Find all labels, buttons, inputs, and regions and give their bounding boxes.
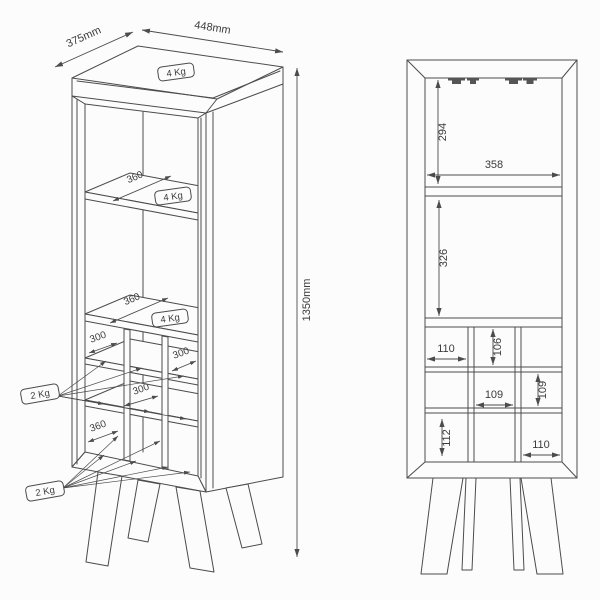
rack-divider-right: [161, 335, 169, 470]
weight-tag-label: 4 Kg: [163, 190, 184, 204]
weight-tag-label: 2 Kg: [30, 388, 51, 402]
dim-depth-label: 375mm: [65, 24, 103, 50]
front-leg-inner-right: [509, 477, 525, 571]
stemware-clip: [505, 78, 522, 84]
weight-tag-rack-lower: 2 Kg: [25, 480, 65, 502]
dim-line-rack-middle: [123, 395, 159, 407]
dim-middle-height-label: 326: [438, 249, 450, 267]
dim-cell-br-width-label: 110: [532, 439, 550, 451]
weight-tag-label: 4 Kg: [160, 312, 181, 326]
rack-divider-left: [123, 328, 131, 462]
leader-line: [57, 360, 107, 397]
dim-height-label: 1350mm: [301, 279, 313, 322]
front-frame-right: [197, 112, 207, 493]
weight-tag-outline: [20, 383, 60, 405]
weight-tag-label: 4 Kg: [166, 66, 187, 80]
leader-line: [57, 395, 187, 420]
weight-tag-outline: [25, 480, 65, 502]
leader-line: [62, 440, 161, 489]
miter-bottom-left: [406, 461, 426, 479]
dim-line-shelf2-depth: [109, 297, 169, 324]
front-frame-bottom: [71, 451, 207, 493]
dim-line-rack-right: [171, 360, 197, 372]
dim-cell-tl-width-label: 110: [437, 343, 455, 355]
miter-top-left: [406, 59, 426, 79]
dim-width-label: 448mm: [193, 19, 231, 37]
front-leg-inner-left: [461, 477, 477, 571]
front-frame-top: [71, 95, 207, 119]
leg-rear-right: [225, 483, 263, 549]
leader-lines-upper: [57, 360, 187, 420]
front-view: 294 358 326 110 106 109 109 112 110: [406, 59, 578, 575]
leader-line: [62, 460, 137, 489]
dim-line-width: [141, 28, 284, 54]
weight-tag-shelf2: 4 Kg: [151, 308, 189, 328]
dim-line-shelf1-depth: [112, 175, 172, 202]
leader-line: [62, 435, 119, 489]
miter-top-right: [561, 59, 578, 79]
stemware-rack: [448, 78, 537, 84]
weight-tag-outline: [151, 308, 189, 328]
weight-tag-outline: [154, 186, 192, 206]
top-slab-front-corner-edge: [205, 98, 218, 114]
dim-upper-height-label: 294: [437, 123, 449, 141]
leader-line: [57, 367, 143, 397]
dim-cell-tm-height-label: 106: [492, 338, 504, 356]
perspective-view: 375mm 448mm 1350mm 360 360 300 300 300 3…: [20, 19, 313, 573]
dim-line-depth: [54, 31, 134, 68]
side-panel-right: [205, 83, 284, 493]
miter-bottom-right: [561, 461, 578, 479]
front-leg-outer-right: [520, 477, 564, 575]
weight-tag-label: 2 Kg: [35, 485, 56, 499]
stemware-clip: [467, 78, 479, 84]
dim-cell-right-height-label: 109: [537, 381, 549, 399]
dimensions-front: 294 358 326 110 106 109 109 112 110: [427, 80, 560, 458]
leg-front-left: [85, 471, 123, 567]
top-face-chamfer: [76, 70, 281, 99]
stemware-clip: [523, 78, 537, 84]
front-outer-frame: [406, 59, 578, 479]
weight-tag-shelf1: 4 Kg: [154, 186, 192, 206]
front-frame-left: [71, 95, 86, 468]
leader-lines-lower: [62, 435, 191, 489]
leader-line: [57, 374, 185, 397]
dim-line-rack-bottom: [87, 430, 119, 443]
stemware-clip: [448, 78, 465, 84]
front-inner-frame: [424, 77, 563, 463]
dim-inner-width-label: 358: [485, 159, 503, 171]
front-leg-outer-left: [420, 477, 464, 575]
leader-line: [62, 470, 191, 489]
leader-line: [62, 466, 169, 489]
weight-tag-outline: [157, 62, 195, 82]
leg-front-right: [175, 486, 215, 573]
leader-line: [62, 454, 105, 489]
dim-line-rack-left: [88, 342, 118, 354]
dim-rack-bottom-label: 360: [88, 418, 108, 434]
weight-tag-top: 4 Kg: [157, 62, 195, 82]
dim-rack-left-label: 300: [88, 329, 108, 345]
dim-cell-bl-height-label: 112: [441, 429, 453, 447]
weight-tag-rack-upper: 2 Kg: [20, 383, 60, 405]
dim-cell-mid-width-label: 109: [485, 389, 503, 401]
leg-rear-left: [127, 479, 161, 543]
